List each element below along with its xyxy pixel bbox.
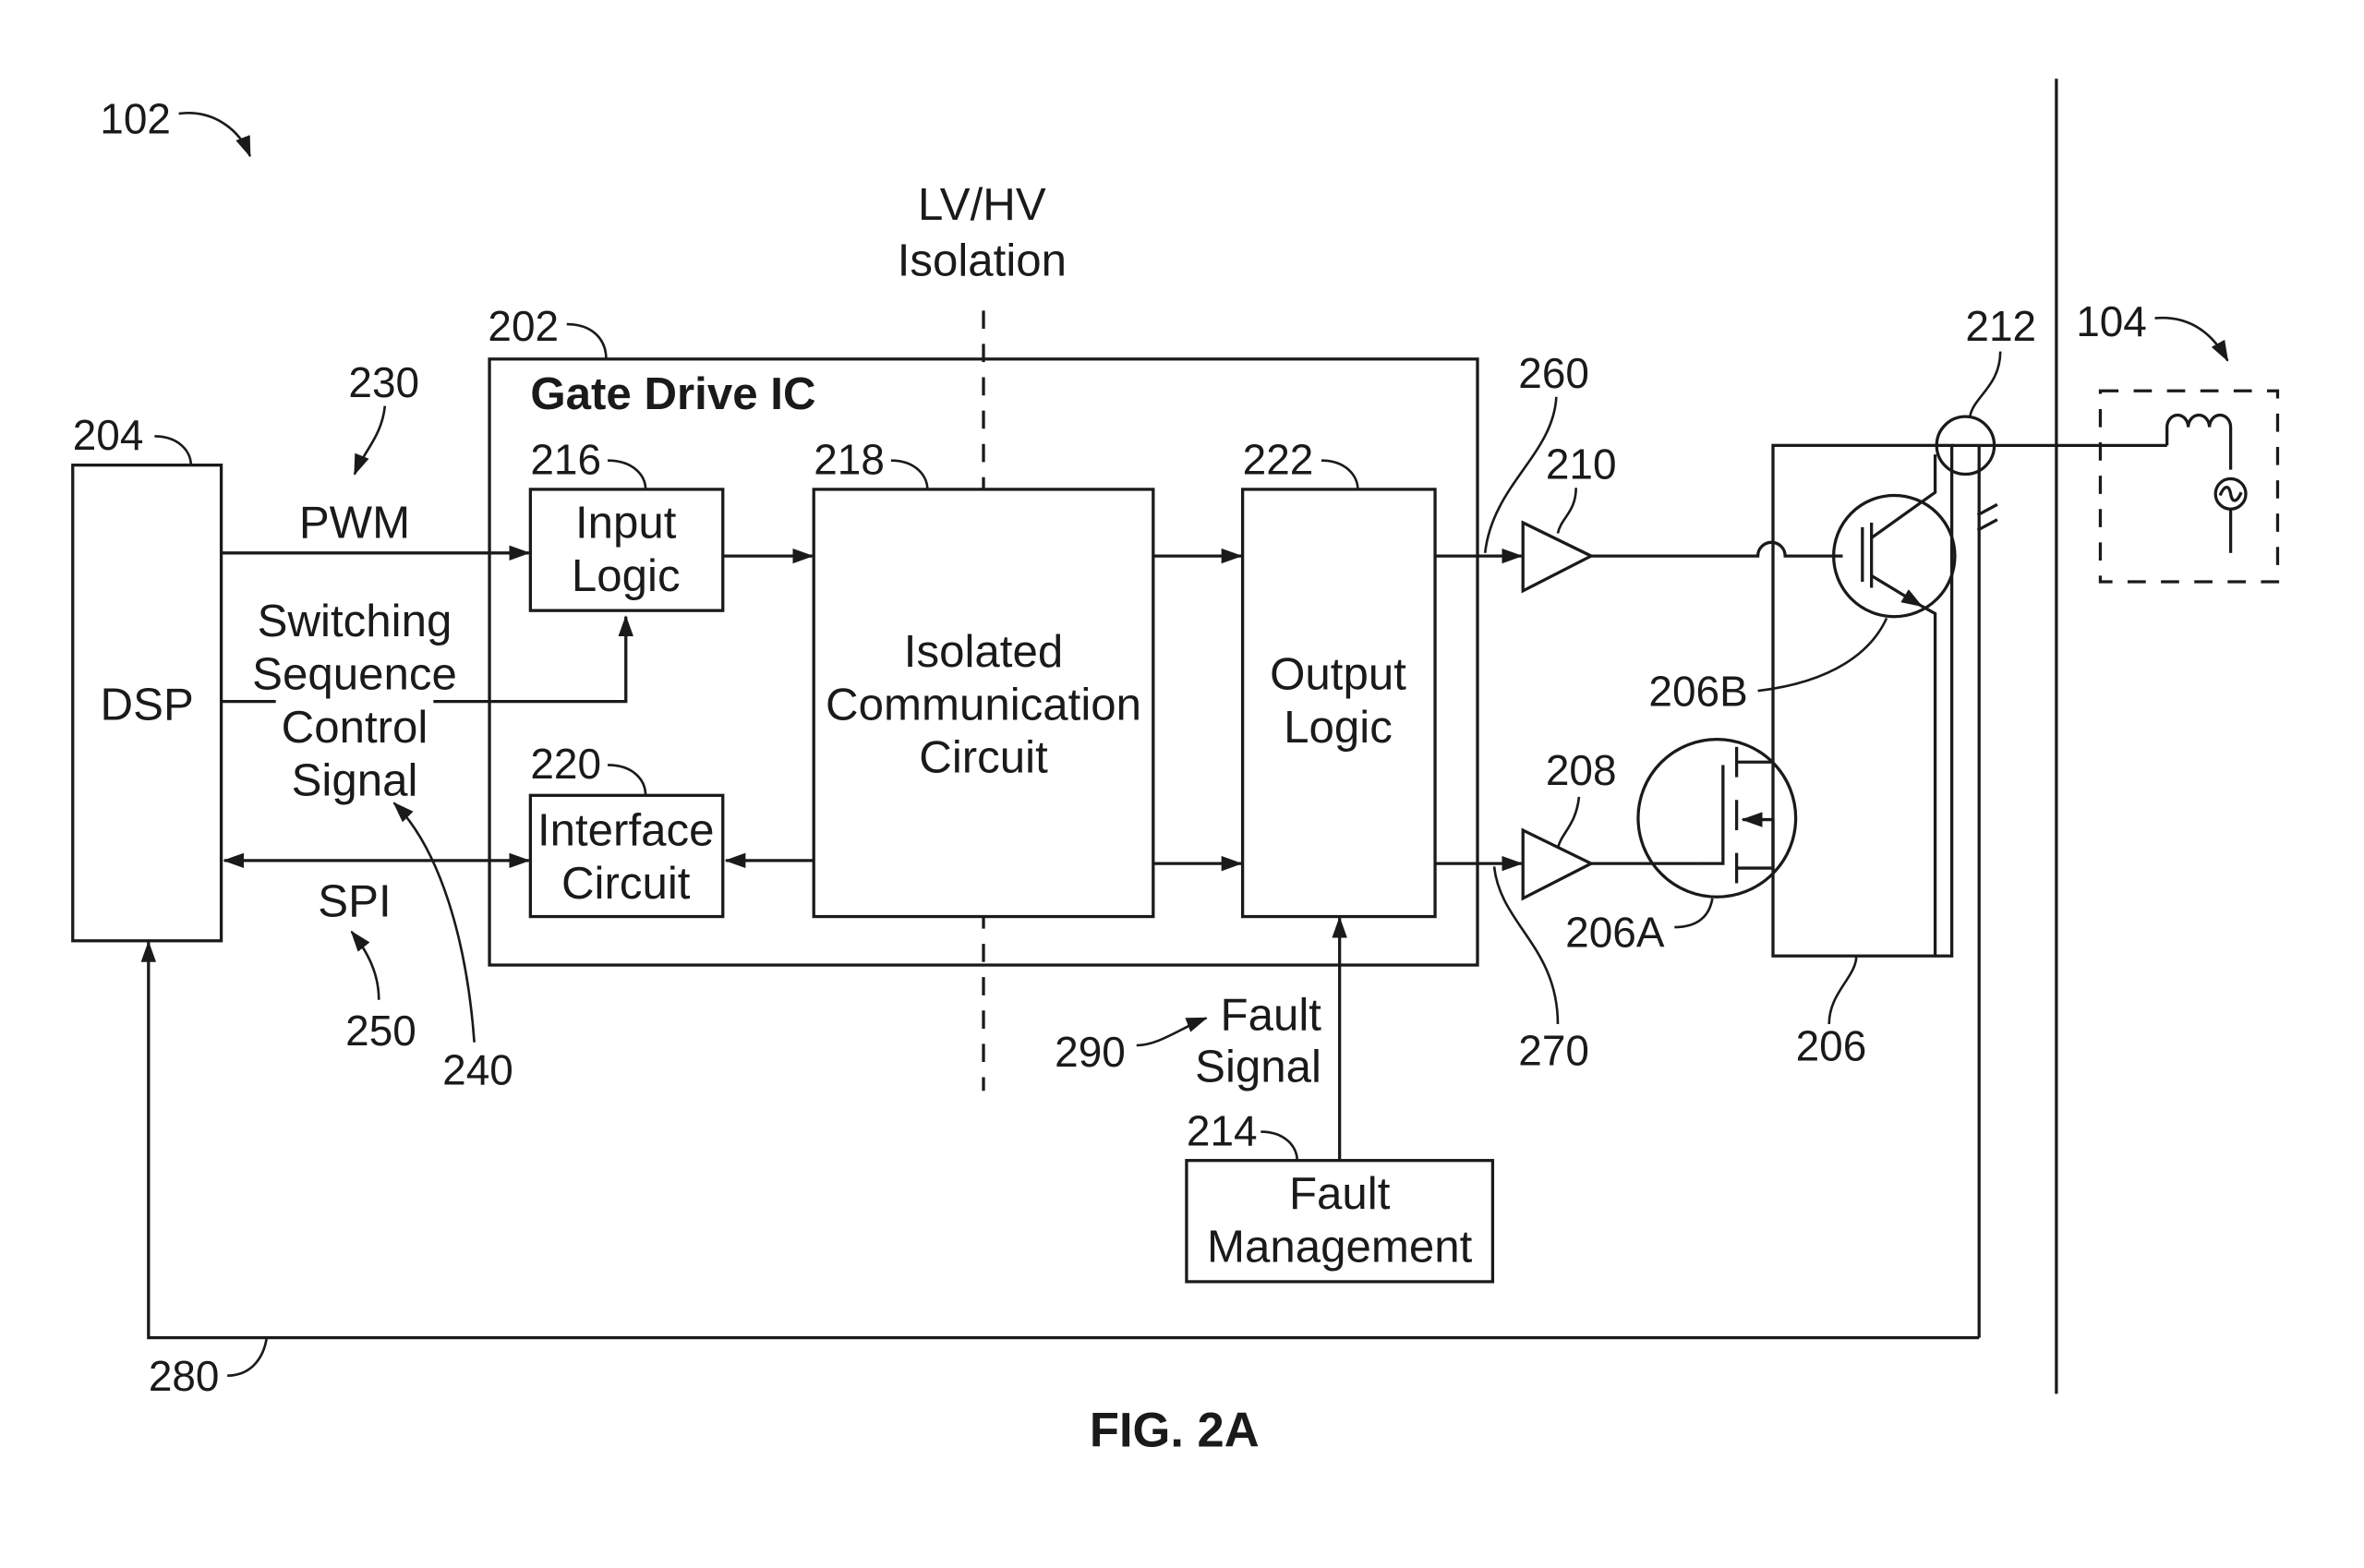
output-logic-leader: [1321, 459, 1359, 490]
fault-signal-line2: Signal: [1195, 1041, 1321, 1092]
load-box: [2098, 389, 2280, 584]
gate-drive-ic-leader: [566, 322, 608, 359]
spi-ref: 250: [345, 1007, 416, 1055]
igbt-circle: [1832, 493, 1957, 619]
fault-management-ref: 214: [1187, 1106, 1258, 1154]
switching-seq-ref: 240: [442, 1046, 513, 1094]
gate-drive-ic-ref: 202: [488, 302, 559, 350]
fault-signal-ref: 290: [1055, 1028, 1126, 1076]
mosfet-leader: [1674, 898, 1714, 929]
igbt-leader: [1757, 617, 1888, 693]
figure-caption: FIG. 2A: [1090, 1404, 1260, 1458]
switching-seq-line2: Sequence: [252, 648, 457, 699]
gate-bottom-leader: [1492, 866, 1560, 1025]
spi-ref-leader: [350, 930, 380, 1000]
isolation-label-line2: Isolation: [898, 235, 1067, 286]
fault-management-line2: Management: [1207, 1222, 1473, 1272]
load-ref-leader: [2154, 316, 2229, 362]
buffer-top-leader: [1556, 488, 1577, 534]
dsp-ref: 204: [73, 411, 144, 459]
feedback-ref: 280: [149, 1352, 220, 1400]
system-ref-leader: [178, 112, 251, 158]
load-inductor: [2165, 413, 2233, 470]
input-logic-line2: Logic: [572, 550, 681, 601]
output-logic-line2: Logic: [1284, 702, 1393, 753]
igbt-gate-line: [1591, 540, 1843, 558]
power-module-box: [1771, 443, 1954, 958]
current-sensor-ref: 212: [1965, 302, 2036, 350]
buffer-bottom-ref: 208: [1546, 746, 1617, 794]
current-sensor-circle: [1935, 415, 1996, 476]
buffer-top-ref: 210: [1546, 440, 1617, 488]
gate-top-ref: 260: [1518, 349, 1589, 397]
fault-signal-line1: Fault: [1221, 990, 1322, 1041]
isolated-comm-box: [812, 488, 1155, 919]
switching-seq-line3: Control: [282, 702, 428, 753]
isolated-comm-line1: Isolated: [904, 626, 1063, 677]
power-module-ref: 206: [1796, 1021, 1867, 1069]
switching-seq-line1: Switching: [258, 596, 452, 646]
input-logic-leader: [608, 459, 647, 490]
output-logic-box: [1241, 488, 1437, 919]
dsp-leader: [154, 435, 193, 465]
output-logic-line1: Output: [1270, 648, 1406, 699]
isolated-comm-line2: Communication: [826, 679, 1141, 730]
gate-drive-ic-title: Gate Drive IC: [530, 368, 815, 419]
buffer-top-triangle: [1521, 520, 1595, 594]
mosfet-ref: 206A: [1565, 908, 1665, 956]
mosfet-circle: [1636, 737, 1798, 899]
power-module-leader: [1827, 956, 1858, 1025]
switching-seq-line4: Signal: [292, 754, 418, 805]
input-logic-ref: 216: [530, 436, 601, 484]
buffer-bottom-triangle: [1521, 827, 1595, 901]
isolated-comm-leader: [890, 459, 929, 490]
igbt-collector: [1870, 454, 1937, 539]
current-sensor-leader: [1969, 351, 2002, 417]
dsp-label: DSP: [101, 679, 194, 730]
igbt-ref: 206B: [1648, 668, 1747, 716]
isolation-label-line1: LV/HV: [918, 179, 1046, 230]
switching-seq-leader: [392, 802, 476, 1043]
feedback-leader: [227, 1337, 269, 1377]
fault-signal-leader: [1136, 1017, 1208, 1047]
igbt-emitter-arrow: [1870, 574, 1924, 608]
gate-bottom-ref: 270: [1518, 1026, 1589, 1074]
system-ref-label: 102: [100, 94, 171, 142]
load-source-sine: [2218, 486, 2243, 502]
mosfet-source: [1736, 819, 1775, 870]
fault-management-leader: [1260, 1130, 1299, 1161]
load-ref: 104: [2076, 297, 2147, 345]
pwm-ref-leader: [353, 405, 387, 476]
interface-circuit-box: [528, 793, 725, 919]
sense-tick-1: [1976, 502, 1998, 517]
interface-circuit-leader: [608, 764, 647, 796]
output-logic-ref: 222: [1243, 436, 1314, 484]
fault-management-box: [1185, 1159, 1495, 1284]
buffer-bottom-leader: [1556, 796, 1581, 850]
isolated-comm-line3: Circuit: [919, 732, 1048, 783]
mosfet-gate: [1696, 765, 1725, 865]
interface-circuit-line2: Circuit: [561, 858, 691, 909]
switching-seq-signal-line: [221, 617, 626, 704]
isolated-comm-ref: 218: [814, 436, 885, 484]
gate-top-leader: [1483, 396, 1558, 553]
gate-drive-ic-box: [488, 357, 1479, 967]
pwm-label: PWM: [299, 497, 410, 548]
sense-tick-2: [1976, 518, 1998, 532]
igbt-emitter-lead: [1921, 604, 1937, 957]
spi-label: SPI: [318, 876, 391, 927]
fault-management-line1: Fault: [1289, 1168, 1391, 1219]
feedback-line: [140, 940, 1980, 1340]
input-logic-box: [528, 488, 725, 612]
interface-circuit-ref: 220: [530, 740, 601, 788]
pwm-ref: 230: [348, 358, 419, 406]
interface-circuit-line1: Interface: [537, 804, 715, 855]
input-logic-line1: Input: [575, 497, 677, 548]
